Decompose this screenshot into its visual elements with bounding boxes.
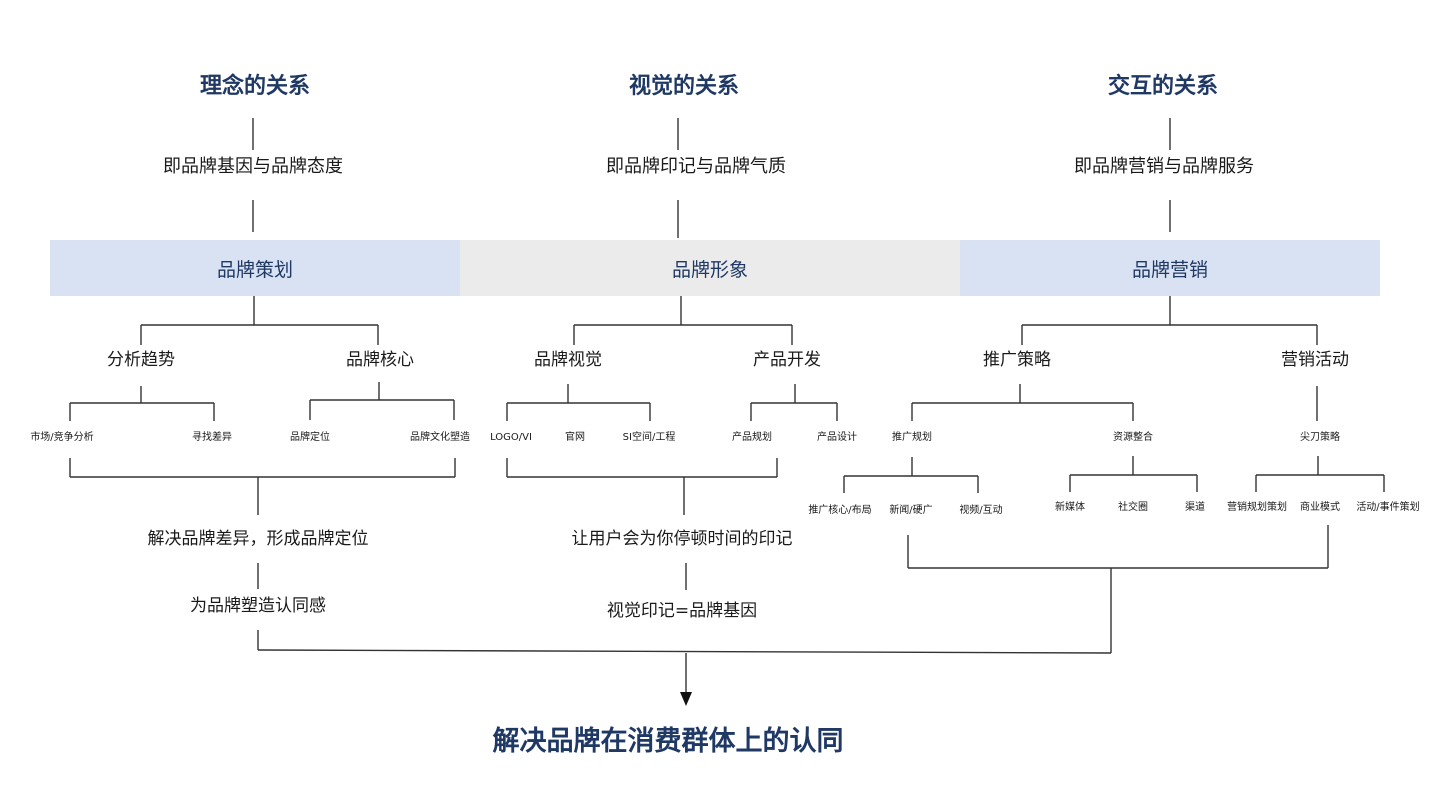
leaf-product-planning: 产品规划 [732, 432, 772, 443]
group-resource-integration: 资源整合 [1113, 432, 1153, 443]
col1-result-2: 为品牌塑造认同感 [190, 596, 326, 616]
group-spearhead-strategy: 尖刀策略 [1300, 432, 1340, 443]
leaf-find-difference: 寻找差异 [192, 432, 232, 443]
leaf-new-media: 新媒体 [1055, 502, 1085, 513]
leaf-event-planning: 活动/事件策划 [1356, 502, 1420, 513]
col1-subtitle: 即品牌基因与品牌态度 [163, 156, 343, 177]
leaf-market-analysis: 市场/竞争分析 [30, 432, 94, 443]
leaf-news-ads: 新闻/硬广 [889, 505, 933, 516]
leaf-marketing-planning: 营销规划策划 [1227, 502, 1287, 513]
band-label: 品牌形象 [671, 258, 748, 281]
col2-heading: 视觉的关系 [628, 74, 740, 99]
col3-heading: 交互的关系 [1107, 74, 1219, 99]
node-promotion-strategy: 推广策略 [983, 350, 1051, 370]
leaf-product-design: 产品设计 [817, 432, 857, 443]
band-brand-marketing: 品牌营销 [960, 240, 1380, 296]
leaf-channels: 渠道 [1185, 502, 1205, 513]
node-analyze-trends: 分析趋势 [107, 350, 175, 370]
leaf-video-interaction: 视频/互动 [959, 505, 1003, 516]
node-marketing-activity: 营销活动 [1281, 350, 1349, 370]
leaf-business-model: 商业模式 [1300, 502, 1340, 513]
conclusion: 解决品牌在消费群体上的认同 [492, 726, 844, 757]
leaf-social-circle: 社交圈 [1118, 502, 1148, 513]
band-label: 品牌营销 [1131, 258, 1208, 281]
group-promotion-planning: 推广规划 [892, 432, 932, 443]
col1-result-1: 解决品牌差异，形成品牌定位 [147, 529, 369, 549]
col3-subtitle: 即品牌营销与品牌服务 [1074, 156, 1254, 177]
node-brand-visual: 品牌视觉 [534, 350, 602, 370]
band-brand-planning: 品牌策划 [50, 240, 460, 296]
arrow-down-icon [680, 692, 692, 706]
col2-result-1: 让用户会为你停顿时间的印记 [571, 529, 793, 549]
connector-line [257, 649, 1112, 654]
leaf-brand-positioning: 品牌定位 [290, 432, 330, 443]
node-brand-core: 品牌核心 [346, 350, 414, 370]
col2-result-2: 视觉印记=品牌基因 [606, 601, 758, 621]
node-product-dev: 产品开发 [753, 350, 821, 370]
band-brand-image: 品牌形象 [460, 240, 960, 296]
leaf-logo-vi: LOGO/VI [490, 432, 532, 443]
band-label: 品牌策划 [216, 258, 293, 281]
leaf-promotion-core: 推广核心/布局 [808, 505, 872, 516]
leaf-website: 官网 [565, 432, 585, 443]
leaf-si-space: SI空间/工程 [622, 432, 676, 443]
col2-subtitle: 即品牌印记与品牌气质 [606, 156, 786, 177]
col1-heading: 理念的关系 [199, 74, 311, 99]
leaf-brand-culture: 品牌文化塑造 [410, 432, 470, 443]
